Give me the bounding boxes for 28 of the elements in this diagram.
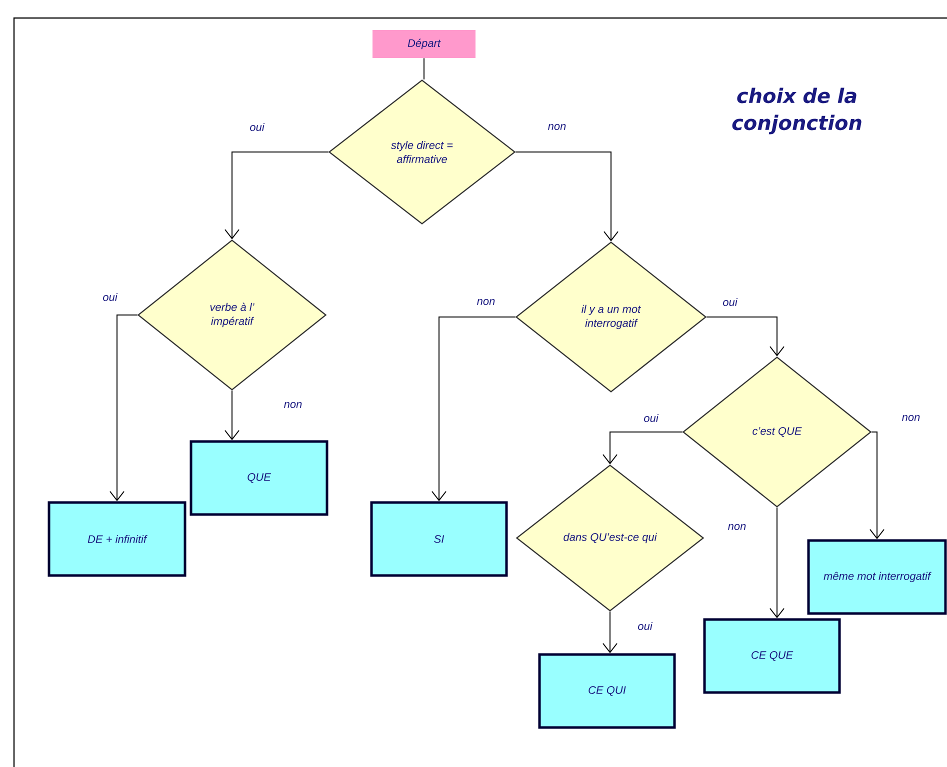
arrow <box>432 316 516 502</box>
edge-label: non <box>476 298 496 306</box>
arrow <box>110 314 138 502</box>
arrow <box>870 432 884 540</box>
arrow <box>515 152 618 242</box>
result-box: DE + infinitif <box>48 501 186 577</box>
result-box: QUE <box>190 440 328 516</box>
title: choix de la conjonction <box>732 88 862 134</box>
edge-label: oui <box>642 412 660 424</box>
arrow <box>602 611 618 654</box>
result-box: SI <box>370 501 508 577</box>
result-box: même mot interrogatif <box>807 539 947 615</box>
arrow <box>224 390 240 440</box>
edge-label: non <box>546 122 568 131</box>
edge-label: oui <box>102 292 118 302</box>
edge-label: oui <box>636 620 654 632</box>
arrow <box>706 316 784 356</box>
edge-label: non <box>900 414 922 422</box>
edge-label: oui <box>722 296 738 308</box>
edge-label: oui <box>248 122 266 132</box>
edge-label: non <box>726 522 748 531</box>
result-box: CE QUE <box>703 618 841 694</box>
arrow <box>602 432 683 464</box>
edge-label: non <box>282 400 304 409</box>
arrow <box>224 152 329 240</box>
arrow <box>770 507 784 618</box>
result-box: CE QUI <box>538 653 676 729</box>
start-box: Départ <box>372 30 476 58</box>
